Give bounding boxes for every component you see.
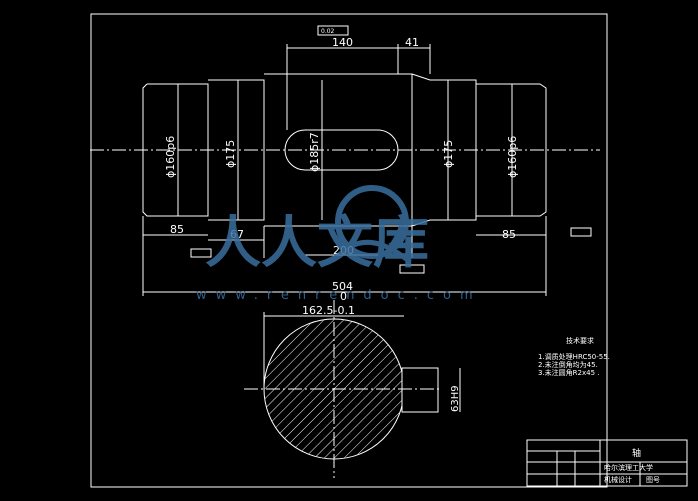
watermark-brand: 人人文库 (205, 211, 429, 276)
dim-keyway-width: 63H9 (450, 385, 461, 412)
shaft-elevation (90, 73, 600, 258)
dim-top-width: 140 (332, 36, 353, 49)
left-shoulder-outline (208, 79, 265, 221)
tolerance-box-center (399, 264, 425, 274)
right-journal-outline (476, 83, 547, 217)
tolerance-box-top (317, 25, 349, 36)
tolerance-box-right (570, 227, 592, 237)
dim-right-journal-dia: ϕ160p6 (506, 136, 519, 178)
top-dimension-lines (286, 25, 431, 130)
dim-left-journal-dia: ϕ160p6 (164, 136, 177, 178)
dim-right-journal-len: 85 (502, 228, 516, 241)
watermark: 人人文库 www.renrendoc.com (196, 185, 482, 303)
keyway-slot (284, 129, 399, 171)
left-journal-outline (142, 83, 209, 217)
dim-section-zero: 0 (340, 290, 347, 303)
circle-swoosh-icon (335, 185, 412, 264)
dim-left-shoulder-len: 67 (230, 228, 244, 241)
sheet-border (90, 13, 608, 488)
notes-line-3: 3.未注圆角R2x45 . (538, 368, 600, 377)
dim-section-depth: 162.5-0.1 (302, 304, 355, 317)
watermark-url: www.renrendoc.com (196, 288, 482, 303)
dim-center-dia: ϕ185r7 (308, 132, 321, 172)
section-keyway (401, 367, 439, 413)
title-block-part-name: 轴 (632, 447, 641, 459)
dim-left-shoulder-dia: ϕ175 (224, 140, 237, 168)
dim-left-journal-len: 85 (170, 223, 184, 236)
tolerance-top-value: 0.02 (321, 28, 335, 35)
title-block-class: 机械设计 (604, 475, 632, 484)
title-block-drawing-no: 图号 (646, 476, 660, 484)
title-block-school: 哈尔滨理工大学 (604, 463, 653, 472)
notes-line-1: 1.调质处理HRC50-55. (538, 352, 610, 361)
notes-line-2: 2.未注倒角均为45. (538, 360, 598, 369)
notes-title: 技术要求 (566, 336, 594, 345)
dim-overall-len: 504 (332, 280, 353, 293)
tolerance-box-left (190, 248, 212, 258)
right-shoulder-outline (411, 73, 477, 227)
section-view (244, 300, 461, 478)
dim-key-offset: 41 (405, 36, 419, 49)
title-block (526, 439, 688, 487)
dim-right-shoulder-dia: ϕ175 (442, 140, 455, 168)
